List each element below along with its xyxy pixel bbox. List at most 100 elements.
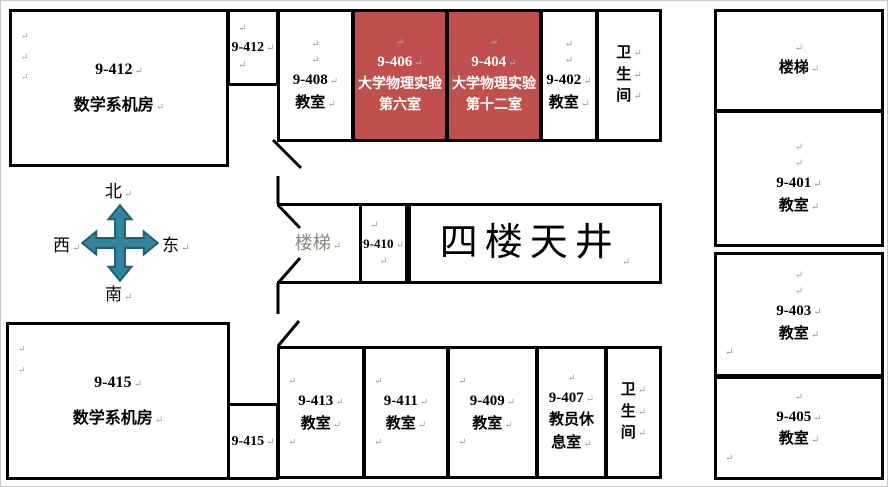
- room-label-text: 间: [620, 425, 636, 442]
- pilcrow-mark-icon: ↵: [794, 391, 804, 403]
- pilcrow-mark-icon: ↵: [311, 39, 320, 50]
- room-number: 9-412↵: [231, 37, 274, 58]
- room-label-text: 数学系机房: [73, 97, 154, 114]
- room-label: 间↵: [616, 86, 641, 108]
- pilcrow-mark-icon: ↵: [238, 60, 247, 71]
- pilcrow-mark-icon: ↵: [288, 376, 297, 387]
- pilcrow-mark-icon: ↵: [458, 437, 467, 448]
- pilcrow-mark-icon: ↵: [810, 329, 820, 341]
- pilcrow-mark-icon: ↵: [725, 347, 734, 358]
- pilcrow-mark-icon: ↵: [266, 43, 275, 54]
- pilcrow-mark-icon: ↵: [332, 419, 342, 431]
- room-label-text: 生: [620, 403, 636, 420]
- room-number-text: 9-407: [548, 389, 584, 406]
- room-number: 9-412↵: [95, 58, 143, 82]
- room-label-text: 间: [616, 88, 632, 105]
- room-9-403: ↵ ↵ 9-403↵ 教室↵ ↵: [714, 252, 884, 377]
- room-number-text: 9-404: [471, 54, 507, 71]
- compass-rose-icon: [80, 203, 160, 283]
- door-swing-line: [271, 138, 303, 170]
- room-number: 9-405↵: [776, 406, 821, 429]
- room-number: 9-408↵: [293, 69, 338, 92]
- room-label: 教室↵: [386, 413, 426, 436]
- room-label: 教室↵: [472, 413, 512, 436]
- room-restroom-top: 卫↵ 生↵ 间↵: [596, 9, 662, 142]
- pilcrow-mark-icon: ↵: [395, 37, 405, 49]
- room-9-401: ↵ ↵ 9-401↵ 教室↵: [714, 110, 884, 247]
- room-label-text: 卫: [616, 44, 632, 61]
- room-number: 9-415↵: [231, 431, 274, 452]
- compass-north-text: 北: [105, 182, 122, 201]
- room-9-407-faculty-lounge: ↵ 9-407↵ 教员休 息室↵: [536, 346, 607, 479]
- room-number-text: 9-412: [231, 40, 265, 55]
- room-number-text: 9-411: [383, 393, 418, 409]
- pilcrow-mark-icon: ↵: [133, 379, 142, 390]
- room-label: 大学物理实验: [358, 74, 442, 95]
- room-label: 大学物理实验: [452, 74, 536, 95]
- atrium-4th-floor: 四楼天井↵: [408, 203, 662, 284]
- room-number-text: 9-413: [298, 393, 334, 409]
- pilcrow-mark-icon: ↵: [21, 72, 29, 82]
- pilcrow-mark-icon: ↵: [417, 419, 427, 431]
- door-swing-line: [276, 320, 301, 347]
- room-label: 教室↵: [549, 92, 589, 115]
- pilcrow-mark-icon: ↵: [155, 102, 165, 113]
- room-label: 生↵: [621, 402, 646, 424]
- room-label: 第十二室: [466, 95, 522, 116]
- room-label-text: 教室: [548, 94, 579, 111]
- room-label: 卫↵: [616, 43, 641, 65]
- room-label: 间↵: [621, 423, 646, 445]
- compass-west-label: 西↵: [53, 231, 80, 257]
- room-number: 9-404↵: [471, 51, 516, 74]
- pilcrow-mark-icon: ↵: [414, 58, 423, 70]
- room-number: 9-415↵: [94, 371, 142, 395]
- room-label: 第六室: [379, 95, 421, 116]
- pilcrow-mark-icon: ↵: [810, 64, 820, 76]
- pilcrow-mark-icon: ↵: [810, 201, 820, 213]
- pilcrow-mark-icon: ↵: [489, 37, 499, 49]
- room-label-text: 大学物理实验: [358, 76, 442, 92]
- pilcrow-mark-icon: ↵: [335, 397, 344, 408]
- room-9-411: ↵ 9-411↵ 教室↵ ↵: [363, 346, 449, 479]
- pilcrow-mark-icon: ↵: [794, 286, 804, 297]
- room-number: 9-403↵: [776, 300, 821, 323]
- pilcrow-mark-icon: ↵: [794, 43, 804, 55]
- room-number-text: 9-408: [292, 72, 328, 88]
- pilcrow-mark-icon: ↵: [374, 376, 383, 387]
- room-label-text: 教室: [778, 325, 809, 342]
- pilcrow-mark-icon: ↵: [794, 142, 804, 153]
- room-number-text: 9-402: [546, 72, 582, 88]
- pilcrow-mark-icon: ↵: [154, 415, 164, 426]
- compass-east-text: 东: [162, 236, 179, 255]
- room-number-text: 9-415: [94, 374, 132, 391]
- room-9-405: ↵ 9-405↵ 教室↵ ↵: [714, 376, 884, 480]
- pilcrow-mark-icon: ↵: [266, 437, 275, 448]
- pilcrow-mark-icon: ↵: [633, 69, 642, 81]
- pilcrow-mark-icon: ↵: [288, 437, 297, 448]
- pilcrow-mark-icon: ↵: [21, 31, 29, 41]
- pilcrow-mark-icon: ↵: [327, 98, 336, 110]
- pilcrow-mark-icon: ↵: [583, 438, 592, 450]
- room-label-text: 教室: [472, 415, 503, 432]
- pilcrow-mark-icon: ↵: [329, 76, 339, 87]
- room-restroom-bottom: 卫↵ 生↵ 间↵: [605, 346, 662, 479]
- room-label-text: 教室: [295, 94, 326, 111]
- room-number-text: 9-409: [469, 393, 505, 409]
- pilcrow-mark-icon: ↵: [564, 55, 574, 66]
- room-number-text: 9-412: [95, 61, 133, 78]
- room-label-text: 大学物理实验: [452, 76, 536, 92]
- room-label-text: 数学系机房: [72, 410, 153, 427]
- pilcrow-mark-icon: ↵: [621, 257, 631, 268]
- pilcrow-mark-icon: ↵: [637, 384, 647, 396]
- pilcrow-mark-icon: ↵: [580, 98, 590, 110]
- format-marks: ↵ ↵ ↵: [21, 30, 29, 85]
- room-9-415-small: 9-415↵: [227, 403, 279, 480]
- room-number: 9-407↵: [549, 387, 594, 410]
- room-stairs-middle: 楼梯↵: [277, 203, 359, 284]
- pilcrow-mark-icon: ↵: [238, 23, 247, 34]
- room-label: 教室↵: [301, 413, 341, 436]
- pilcrow-mark-icon: ↵: [134, 66, 143, 77]
- pilcrow-mark-icon: ↵: [379, 255, 388, 267]
- pilcrow-mark-icon: ↵: [813, 307, 822, 318]
